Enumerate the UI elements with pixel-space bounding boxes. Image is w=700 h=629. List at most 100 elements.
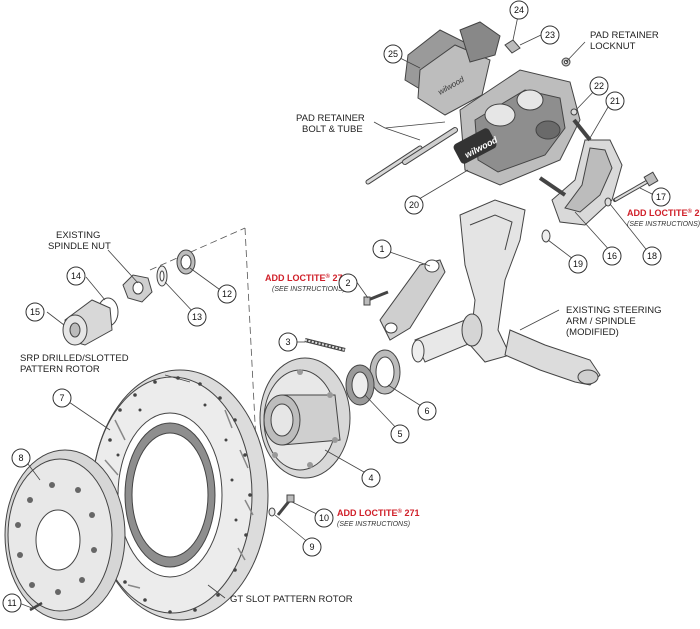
callout-1: 1	[372, 239, 392, 259]
label-steering-arm-3: (MODIFIED)	[566, 327, 619, 338]
svg-text:ADD LOCTITE® 271: ADD LOCTITE® 271	[337, 508, 419, 518]
svg-text:7: 7	[59, 393, 64, 403]
svg-text:22: 22	[594, 81, 604, 91]
loctite-reg: ®	[326, 273, 331, 280]
svg-text:24: 24	[514, 5, 524, 15]
callout-25: 25	[383, 44, 403, 64]
label-pad-retainer-bolt-2: BOLT & TUBE	[302, 124, 363, 135]
loctite-main: ADD LOCTITE	[265, 273, 326, 283]
svg-text:21: 21	[610, 96, 620, 106]
svg-text:15: 15	[30, 307, 40, 317]
callout-21: 21	[605, 91, 625, 111]
svg-text:6: 6	[424, 406, 429, 416]
callout-12: 12	[217, 284, 237, 304]
callout-4: 4	[361, 468, 381, 488]
loctite-note-10: ADD LOCTITE® 271 (SEE INSTRUCTIONS)	[337, 508, 419, 528]
spindle-steering-arm	[411, 199, 601, 386]
callout-15: 15	[25, 302, 45, 322]
mounting-bracket	[538, 118, 623, 226]
loctite-note-2: ADD LOCTITE® 271 (SEE INSTRUCTIONS)	[265, 273, 347, 293]
hub	[259, 357, 351, 479]
callout-8: 8	[11, 448, 31, 468]
callout-3: 3	[278, 332, 298, 352]
loctite-number: 271	[404, 508, 419, 518]
callout-5: 5	[390, 424, 410, 444]
callout-2: 2	[338, 273, 358, 293]
svg-text:20: 20	[409, 200, 419, 210]
bracket-bolt	[541, 171, 659, 243]
loctite-reg: ®	[688, 208, 693, 215]
callout-6: 6	[417, 401, 437, 421]
svg-text:18: 18	[647, 251, 657, 261]
callout-20: 20	[404, 195, 424, 215]
callout-14: 14	[66, 266, 86, 286]
spindle-nut-parts	[122, 249, 196, 303]
callout-9: 9	[302, 537, 322, 557]
label-srp-rotor-2: PATTERN ROTOR	[20, 364, 100, 375]
svg-text:19: 19	[573, 259, 583, 269]
label-pad-retainer-locknut-1: PAD RETAINER	[590, 30, 659, 41]
svg-text:14: 14	[71, 271, 81, 281]
callout-19: 19	[568, 254, 588, 274]
svg-text:5: 5	[397, 429, 402, 439]
svg-text:10: 10	[319, 513, 329, 523]
label-steering-arm-1: EXISTING STEERING	[566, 305, 662, 316]
svg-text:9: 9	[309, 542, 314, 552]
callout-7: 7	[52, 388, 72, 408]
brake-pads: wilwood	[404, 21, 501, 116]
svg-text:23: 23	[545, 30, 555, 40]
svg-text:2: 2	[345, 278, 350, 288]
label-pad-retainer-bolt-1: PAD RETAINER	[296, 113, 365, 124]
rotor-screw	[29, 601, 43, 612]
callout-16: 16	[602, 246, 622, 266]
svg-text:8: 8	[18, 453, 23, 463]
steering-arm-link	[379, 259, 446, 341]
small-bolt-2	[363, 290, 389, 306]
loctite-note: (SEE INSTRUCTIONS)	[272, 286, 345, 293]
loctite-main: ADD LOCTITE	[337, 508, 398, 518]
callout-17: 17	[651, 187, 671, 207]
svg-text:13: 13	[192, 312, 202, 322]
label-pad-retainer-locknut-2: LOCKNUT	[590, 41, 636, 52]
loctite-main: ADD LOCTITE	[627, 208, 688, 218]
srp-rotor	[91, 369, 269, 621]
svg-text:ADD LOCTITE® 271: ADD LOCTITE® 271	[265, 273, 347, 283]
callout-10: 10	[314, 508, 334, 528]
svg-text:16: 16	[607, 251, 617, 261]
bearing-races	[345, 349, 401, 406]
callout-24: 24	[509, 0, 529, 20]
svg-text:12: 12	[222, 289, 232, 299]
svg-text:ADD LOCTITE® 271: ADD LOCTITE® 271	[627, 208, 700, 218]
small-hardware-top	[504, 39, 578, 116]
loctite-note: (SEE INSTRUCTIONS)	[337, 521, 410, 528]
rotor-hat	[4, 449, 126, 621]
text-labels: PAD RETAINER LOCKNUT PAD RETAINER BOLT &…	[20, 30, 700, 605]
callout-22: 22	[589, 76, 609, 96]
callouts: 1 2 3 4 5 6 7 8 9 10 11 12 13 14 15 16 1…	[2, 0, 671, 613]
loctite-note: (SEE INSTRUCTIONS)	[627, 221, 700, 228]
callout-18: 18	[642, 246, 662, 266]
loctite-number: 271	[694, 208, 700, 218]
loctite-note-17: ADD LOCTITE® 271 (SEE INSTRUCTIONS)	[627, 208, 700, 228]
callout-13: 13	[187, 307, 207, 327]
svg-text:25: 25	[388, 49, 398, 59]
label-existing-spindle-nut-2: SPINDLE NUT	[48, 241, 111, 252]
wheel-stud	[304, 338, 346, 352]
callout-23: 23	[540, 25, 560, 45]
caliper: wilwood	[453, 69, 581, 186]
pad-retainer-bolt-tube	[365, 127, 458, 185]
svg-text:3: 3	[285, 337, 290, 347]
label-steering-arm-2: ARM / SPINDLE	[566, 316, 636, 327]
svg-text:11: 11	[7, 598, 16, 608]
small-bolt-10	[268, 494, 295, 517]
svg-text:4: 4	[368, 473, 373, 483]
label-existing-spindle-nut-1: EXISTING	[56, 230, 100, 241]
label-gt-slot-rotor: GT SLOT PATTERN ROTOR	[230, 594, 353, 605]
loctite-reg: ®	[398, 508, 403, 515]
svg-text:17: 17	[656, 192, 666, 202]
callout-11: 11	[2, 593, 22, 613]
svg-text:1: 1	[379, 244, 384, 254]
label-srp-rotor-1: SRP DRILLED/SLOTTED	[20, 353, 129, 364]
dust-cap	[62, 297, 119, 346]
